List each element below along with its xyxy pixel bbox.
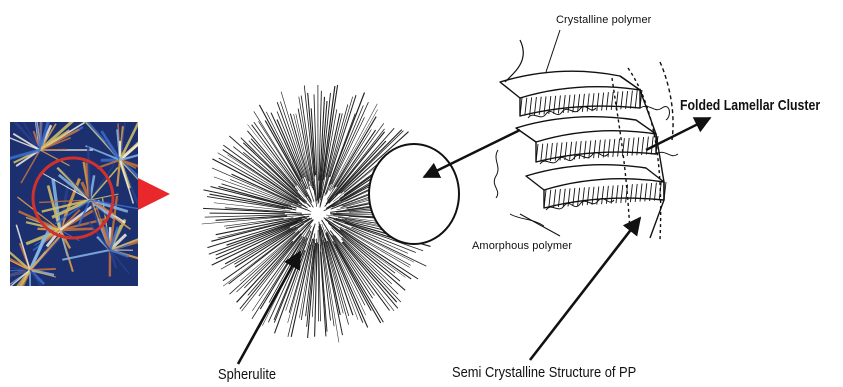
red-pointer-arrow bbox=[138, 178, 170, 210]
crystalline-polymer-leader bbox=[546, 30, 560, 72]
label-spherulite: Spherulite bbox=[218, 366, 276, 383]
label-semi-crystalline-structure: Semi Crystalline Structure of PP bbox=[452, 364, 636, 381]
polarized-micrograph-image bbox=[0, 99, 165, 321]
label-folded-lamellar-cluster: Folded Lamellar Cluster bbox=[680, 97, 820, 114]
label-crystalline-polymer: Crystalline polymer bbox=[556, 14, 651, 26]
amorphous-polymer-leader bbox=[520, 214, 560, 236]
label-amorphous-polymer: Amorphous polymer bbox=[472, 240, 572, 252]
lamellar-cluster-drawing bbox=[494, 40, 678, 240]
magnification-circle bbox=[369, 144, 459, 244]
